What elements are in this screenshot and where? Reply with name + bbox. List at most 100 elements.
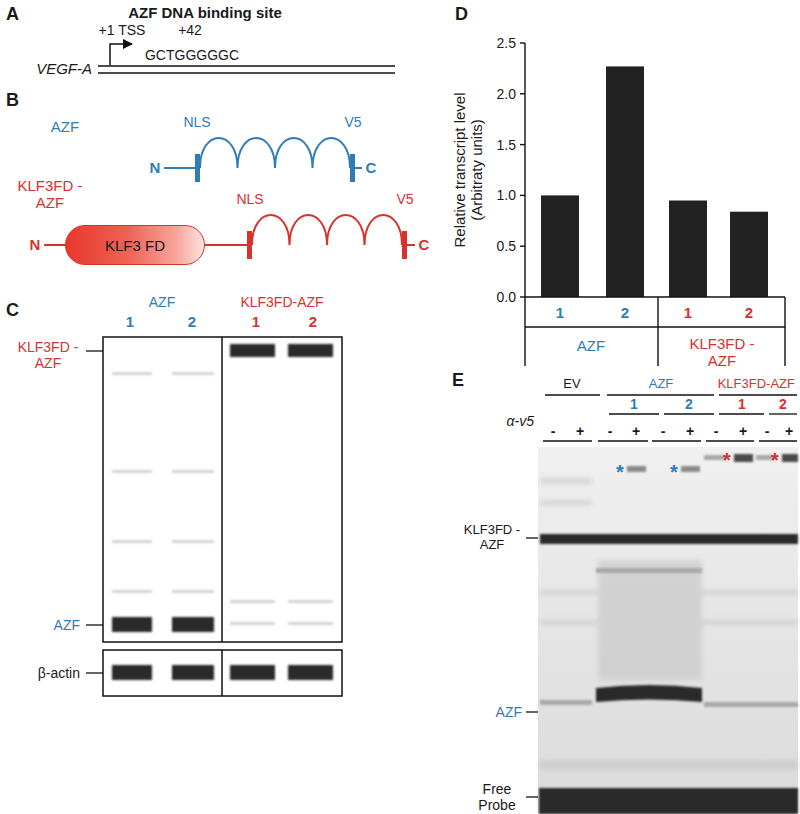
klf3fd-azf-construct (406, 244, 415, 246)
tick-label: 2.0 (497, 86, 516, 102)
blot-divider (221, 337, 223, 642)
tss-arrow (110, 44, 132, 65)
lane-sign: + (785, 423, 793, 439)
supershift-band (734, 454, 753, 462)
lane-sign: - (714, 423, 719, 439)
panel-letter: A (6, 4, 19, 25)
blot-faint-band (230, 622, 275, 625)
azf-construct (354, 167, 362, 169)
gel-background (538, 447, 798, 814)
gel-header-line (609, 413, 659, 414)
gel-header-line (759, 440, 797, 441)
asterisk-mark: * (616, 461, 624, 484)
domain-name: KLF3 FD (105, 237, 165, 254)
construct-bar (350, 154, 355, 182)
band-label: Free Probe (472, 781, 522, 813)
chart-axis (520, 93, 525, 94)
gel-tick (526, 537, 538, 538)
construct-bar (247, 231, 252, 259)
blot-band (288, 344, 333, 357)
tick-label: 2.5 (497, 35, 516, 51)
site-label: +1 TSS (99, 22, 146, 38)
blot-band (172, 617, 214, 632)
domain-box: KLF3 FD (65, 225, 205, 265)
lane-number: 2 (685, 396, 693, 412)
gel-faint-band (704, 702, 798, 707)
panel-letter: D (455, 4, 468, 25)
blot-faint-band (112, 540, 152, 543)
chart-bar (606, 66, 644, 297)
blot-frame (103, 337, 342, 696)
blot-band (112, 344, 333, 680)
band-label: β-actin (38, 665, 80, 681)
blot-faint-band (112, 470, 152, 473)
lane-sign: + (576, 423, 584, 439)
azf-construct (164, 138, 362, 168)
gel-header-line (545, 394, 600, 395)
gel-header-line (719, 413, 764, 414)
panel-letter: E (452, 370, 464, 391)
asterisk-mark: * (723, 449, 731, 472)
lane-sign: + (686, 423, 694, 439)
group-label: KLF3FD -AZF (686, 335, 758, 370)
chart-axis (525, 326, 785, 327)
chart-axis (520, 245, 525, 246)
lane-number: 2 (188, 313, 196, 330)
lane-sign: - (661, 423, 666, 439)
gel-faint-band (596, 568, 702, 573)
chart-bar (541, 195, 579, 297)
supershift-band (627, 466, 646, 472)
band-label: KLF3FD -AZF (15, 339, 81, 371)
lane-sign: + (632, 423, 640, 439)
construct-bar (195, 154, 200, 182)
domain-label: NLS (183, 114, 210, 130)
asterisk-mark: * (670, 461, 678, 484)
gel-smear (540, 478, 798, 770)
blot-faint-band (172, 470, 214, 473)
chart-axis (525, 296, 785, 297)
blot-tick (86, 672, 103, 673)
gel-header-line (543, 440, 592, 441)
gel-band (539, 534, 798, 814)
blot-band (230, 665, 275, 680)
gel-tick (526, 538, 538, 797)
blot-frame (103, 650, 342, 696)
tick-label: 0.0 (497, 289, 516, 305)
chart-axis (520, 43, 785, 366)
blot-divider (221, 650, 223, 696)
panel-letter: C (6, 300, 19, 321)
tag-label: V5 (344, 114, 361, 130)
construct-bar (195, 154, 355, 182)
gel-faint-band (540, 700, 592, 705)
lane-group: EV (563, 377, 580, 392)
blot-divider (221, 337, 223, 696)
terminus-label: C (366, 159, 377, 176)
blot-tick (86, 624, 103, 625)
azf-construct (164, 167, 196, 169)
gel-faint-band (540, 455, 798, 707)
chart-axis (657, 297, 658, 366)
tick-label: 1.0 (497, 187, 516, 203)
chart-axis (784, 297, 785, 366)
klf3fd-azf-construct (44, 244, 66, 246)
tick-label: 1.5 (497, 137, 516, 153)
chart-axis (520, 195, 525, 196)
lane-number: 1 (126, 313, 134, 330)
blot-faint-band (172, 540, 214, 543)
chart-bar (541, 66, 768, 297)
gel-band (540, 534, 798, 544)
klf3fd-azf-construct (204, 244, 248, 246)
blot-faint-band (230, 600, 275, 603)
chart-axis (524, 297, 525, 366)
bar-label: 1 (556, 304, 564, 321)
asterisk-mark: * (771, 449, 779, 472)
supershift-band (681, 466, 700, 472)
blot-faint-band (172, 590, 214, 593)
gel-header-line (598, 440, 648, 441)
bar-label: 2 (621, 304, 629, 321)
chart-axis (524, 43, 525, 297)
klf3fd-azf-construct (252, 215, 402, 245)
lane-group: KLF3FD-AZF (718, 377, 795, 392)
band-label: AZF (54, 617, 80, 633)
